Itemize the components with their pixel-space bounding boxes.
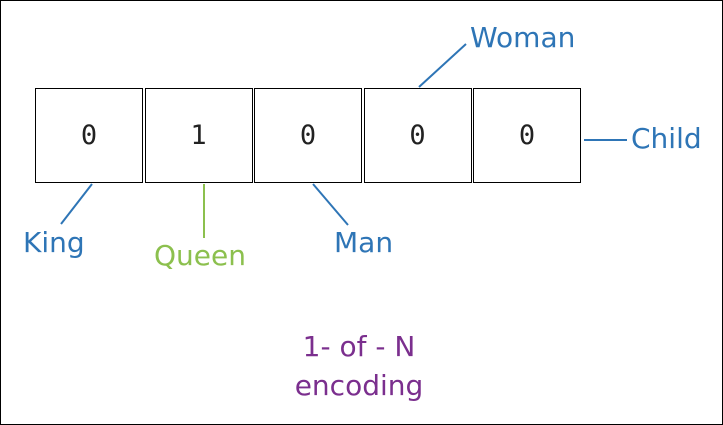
leader-line-king	[60, 183, 93, 225]
vector-cell-2: 1	[144, 88, 253, 183]
diagram-caption: 1- of - N encoding	[221, 327, 497, 405]
caption-line-1: 1- of - N	[302, 330, 416, 363]
leader-line-man	[312, 183, 349, 226]
vector-cell-5: 0	[473, 88, 581, 183]
label-man: Man	[334, 226, 394, 259]
label-king: King	[23, 226, 85, 259]
vector-cell-1: 0	[35, 88, 143, 183]
leader-line-woman	[418, 43, 467, 88]
label-woman: Woman	[470, 21, 576, 54]
label-child: Child	[631, 122, 702, 155]
caption-line-2: encoding	[294, 369, 424, 402]
vector-cell-4: 0	[363, 88, 472, 183]
vector-cell-3: 0	[254, 88, 362, 183]
label-queen: Queen	[154, 239, 246, 272]
